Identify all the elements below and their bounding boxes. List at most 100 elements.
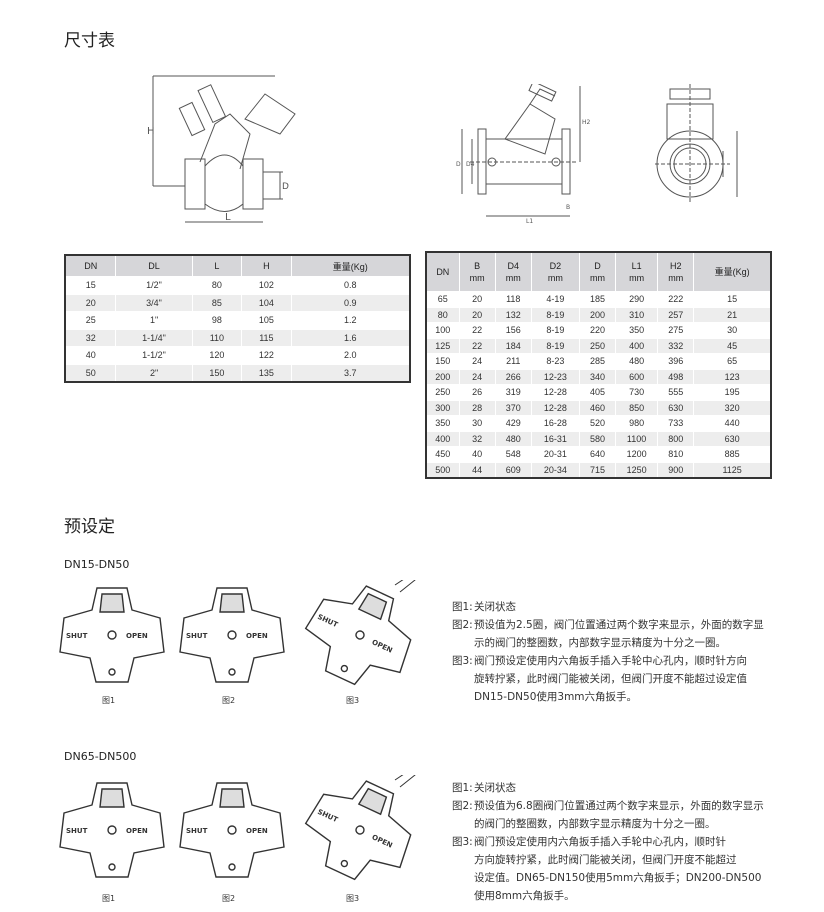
table-cell: 1.2 (290, 311, 411, 330)
table-cell: 102 (241, 276, 292, 295)
threaded-valve-drawing: H L D (147, 75, 296, 223)
table-cell: 30 (458, 415, 496, 432)
column-header: 重量(Kg) (290, 254, 411, 277)
table-cell: 80 (191, 276, 243, 295)
table-cell: 810 (657, 446, 695, 463)
column-header-name: H2 (669, 261, 682, 271)
column-header-name: D (594, 261, 601, 271)
handwheel-figure-2: SHUT OPEN (179, 587, 285, 683)
note-label: 图1: (452, 601, 473, 613)
table-cell: 730 (615, 384, 659, 401)
handwheel-figure-3: SHUT OPEN (304, 775, 416, 881)
handwheel-figure-3: SHUT OPEN (304, 580, 416, 686)
table-cell: 16-31 (530, 430, 580, 447)
figure-caption: 图3 (346, 696, 360, 705)
table-cell: 396 (657, 353, 695, 370)
table-cell: 104 (241, 293, 292, 312)
table-cell: 450 (425, 446, 460, 463)
column-header-name: D4 (507, 261, 519, 271)
table-cell: 110 (191, 328, 243, 347)
table-cell: 85 (191, 293, 243, 312)
handwheel-figure-2: SHUT OPEN (179, 782, 285, 878)
shut-label: SHUT (186, 632, 208, 640)
table-cell: 24 (458, 368, 496, 385)
notes-dn65-dn500: 图1:关闭状态图2:预设值为6.8圈阀门位置通过两个数字来显示，外面的数字显示的… (452, 779, 792, 905)
note-item: 图1:关闭状态 (452, 598, 792, 616)
note-line: 阀门预设定使用内六角扳手插入手轮中心孔内，顺时针方向 (474, 655, 747, 667)
table-cell: 220 (578, 322, 617, 339)
section-title-presetting: 预设定 (64, 517, 115, 537)
table-cell: 2.0 (290, 346, 411, 365)
table-cell: 400 (425, 430, 460, 447)
dim-label-h2: H2 (582, 119, 591, 126)
table-cell: 30 (693, 322, 772, 339)
table-cell: 40 (458, 446, 496, 463)
table-cell: 1200 (615, 446, 659, 463)
column-header: DL (115, 254, 193, 277)
table-cell: 122 (241, 346, 292, 365)
table-cell: 8-19 (530, 322, 580, 339)
table-cell: 222 (657, 291, 695, 308)
table-cell: 20-31 (530, 446, 580, 463)
table-cell: 211 (494, 353, 532, 370)
table-cell: 250 (425, 384, 460, 401)
table-cell: 0.8 (290, 276, 411, 295)
table-cell: 20 (64, 293, 117, 312)
table-cell: 850 (615, 399, 659, 416)
table-cell: 44 (458, 461, 496, 479)
table-cell: 123 (693, 368, 772, 385)
table-cell: 156 (494, 322, 532, 339)
note-item: 图2:预设值为6.8圈阀门位置通过两个数字来显示，外面的数字显示的阀门的整圈数，… (452, 797, 792, 833)
table-cell: 45 (693, 337, 772, 354)
table-cell: 150 (191, 363, 243, 383)
table-header-row: DN DL L H 重量(Kg) (64, 254, 411, 277)
table-cell: 4-19 (530, 291, 580, 308)
note-label: 图2: (452, 800, 473, 812)
column-header: L (191, 254, 243, 277)
note-line: 设定值。DN65-DN150使用5mm六角扳手；DN200-DN500 (474, 872, 762, 884)
note-line: 阀门预设定使用内六角扳手插入手轮中心孔内，顺时针 (474, 836, 726, 848)
note-line: 旋转拧紧，此时阀门能被关闭，但阀门开度不能超过设定值 (474, 673, 747, 685)
hex-wrench-icon (394, 580, 416, 593)
column-header-unit: mm (469, 273, 485, 283)
table-cell: 200 (578, 306, 617, 323)
notes-dn15-dn50: 图1:关闭状态图2:预设值为2.5圈，阀门位置通过两个数字来显示，外面的数字显示… (452, 598, 792, 706)
table-cell: 25 (64, 311, 117, 330)
table-cell: 105 (241, 311, 292, 330)
table-cell: 8-19 (530, 337, 580, 354)
table-cell: 250 (578, 337, 617, 354)
table-cell: 405 (578, 384, 617, 401)
table-cell: 20-34 (530, 461, 580, 479)
table-cell: 600 (615, 368, 659, 385)
table-cell: 8-19 (530, 306, 580, 323)
column-header-unit: mm (668, 273, 684, 283)
flanged-valve-side-drawing: D D4 H2 L1 B (456, 84, 591, 224)
table-cell: 257 (657, 306, 695, 323)
table-cell: 185 (578, 291, 617, 308)
table-cell: 2" (115, 363, 193, 383)
figure-caption: 图3 (346, 894, 360, 903)
table-cell: 3.7 (290, 363, 411, 383)
column-header: H (241, 254, 292, 277)
table-cell: 1125 (693, 461, 772, 479)
table-cell: 498 (657, 368, 695, 385)
note-label: 图3: (452, 655, 473, 667)
table-cell: 1-1/4" (115, 328, 193, 347)
table-cell: 555 (657, 384, 695, 401)
table-cell: 580 (578, 430, 617, 447)
table-cell: 15 (64, 276, 117, 295)
table-cell: 12-28 (530, 384, 580, 401)
table-cell: 319 (494, 384, 532, 401)
